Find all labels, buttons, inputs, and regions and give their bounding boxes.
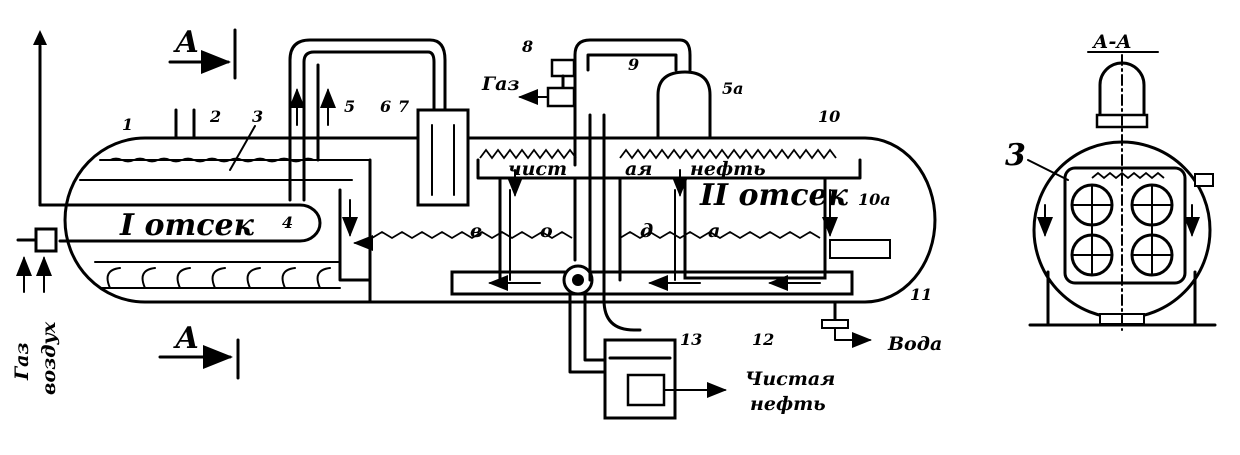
section-letter-top: А <box>173 25 199 60</box>
callout-3-section: 3 <box>1005 138 1026 173</box>
gas-dome-5a <box>656 70 712 140</box>
section-title: А-А <box>1091 31 1132 53</box>
inlet-distributor-pipe <box>58 203 322 243</box>
clean-oil-outlet-13 <box>603 338 727 420</box>
callout-10a: 10а <box>858 190 891 209</box>
callout-6: 6 <box>380 97 391 116</box>
callout-4: 4 <box>282 213 293 232</box>
gas-line-8 <box>518 38 692 167</box>
cross-section-view: А-А 3 <box>1005 31 1217 331</box>
device-7-box <box>416 108 470 207</box>
gas-offtake-pipe <box>288 38 447 202</box>
gas-outlet-label: Газ <box>481 73 520 95</box>
launder-label-3: нефть <box>690 158 766 180</box>
gas-inlet-label: Газ <box>11 342 33 381</box>
top-nozzles <box>174 108 196 140</box>
launder-label-2: ая <box>625 158 652 180</box>
water-outlet-label: Вода <box>887 333 942 355</box>
callout-12: 12 <box>752 330 774 349</box>
callout-9: 9 <box>628 55 639 74</box>
zone-letter-a: а <box>708 220 720 242</box>
liquid-surface <box>109 148 837 240</box>
launder-label-1: чист <box>508 158 567 180</box>
callout-2: 2 <box>209 107 221 126</box>
clean-oil-label-1: Чистая <box>745 368 835 390</box>
callout-11: 11 <box>910 285 932 304</box>
compartment-partitions <box>338 158 373 304</box>
section-marker-bottom: А <box>158 321 240 380</box>
inlet-line <box>15 30 64 293</box>
zone-letter-v: в <box>470 220 482 242</box>
callout-3: 3 <box>252 107 263 126</box>
callout-7: 7 <box>398 97 409 116</box>
water-collector-pipe <box>450 239 891 348</box>
central-valve <box>562 264 594 296</box>
callout-5: 5 <box>344 97 355 116</box>
compartment-2-label: II отсек <box>699 178 849 213</box>
callout-8: 8 <box>521 37 533 56</box>
air-inlet-label: воздух <box>38 321 60 395</box>
callout-1: 1 <box>122 115 133 134</box>
flow-arrows <box>507 169 838 237</box>
clean-oil-label-2: нефть <box>750 393 826 415</box>
zone-letter-o: о <box>540 220 553 242</box>
callout-10: 10 <box>818 107 840 126</box>
callout-5a: 5а <box>722 79 744 98</box>
callout-13: 13 <box>680 330 702 349</box>
riser-pipe-9 <box>568 113 642 374</box>
section-letter-bottom: А <box>173 321 199 356</box>
compartment-1-label: I отсек <box>119 208 255 243</box>
heating-coils <box>99 267 341 289</box>
section-marker-top: А <box>168 25 237 80</box>
zone-letter-d: д <box>640 220 653 242</box>
